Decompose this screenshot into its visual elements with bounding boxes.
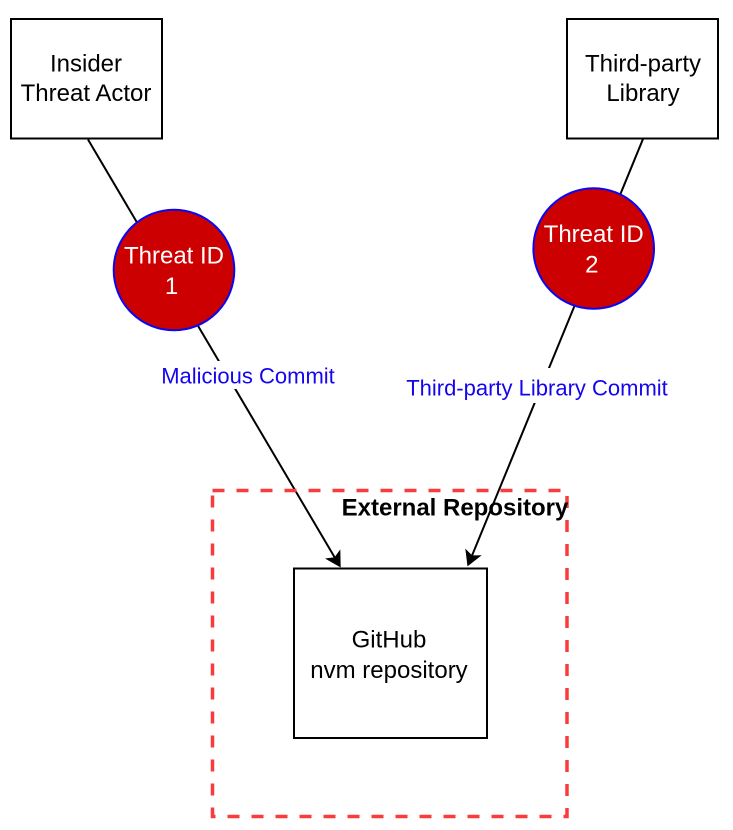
svg-text:Threat ID: Threat ID [124,243,224,270]
svg-text:Third-party: Third-party [585,51,701,78]
svg-text:Threat ID: Threat ID [544,221,644,248]
svg-text:nvm repository: nvm repository [310,657,467,684]
svg-text:Threat Actor: Threat Actor [21,80,152,107]
svg-text:Third-party Library Commit: Third-party Library Commit [406,376,668,401]
svg-text:Malicious Commit: Malicious Commit [161,364,335,389]
svg-text:GitHub: GitHub [352,627,427,654]
svg-text:2: 2 [585,252,598,279]
svg-text:External Repository: External Repository [342,495,569,522]
svg-text:Insider: Insider [50,51,122,78]
svg-text:Library: Library [606,80,679,107]
svg-text:1: 1 [165,273,178,300]
